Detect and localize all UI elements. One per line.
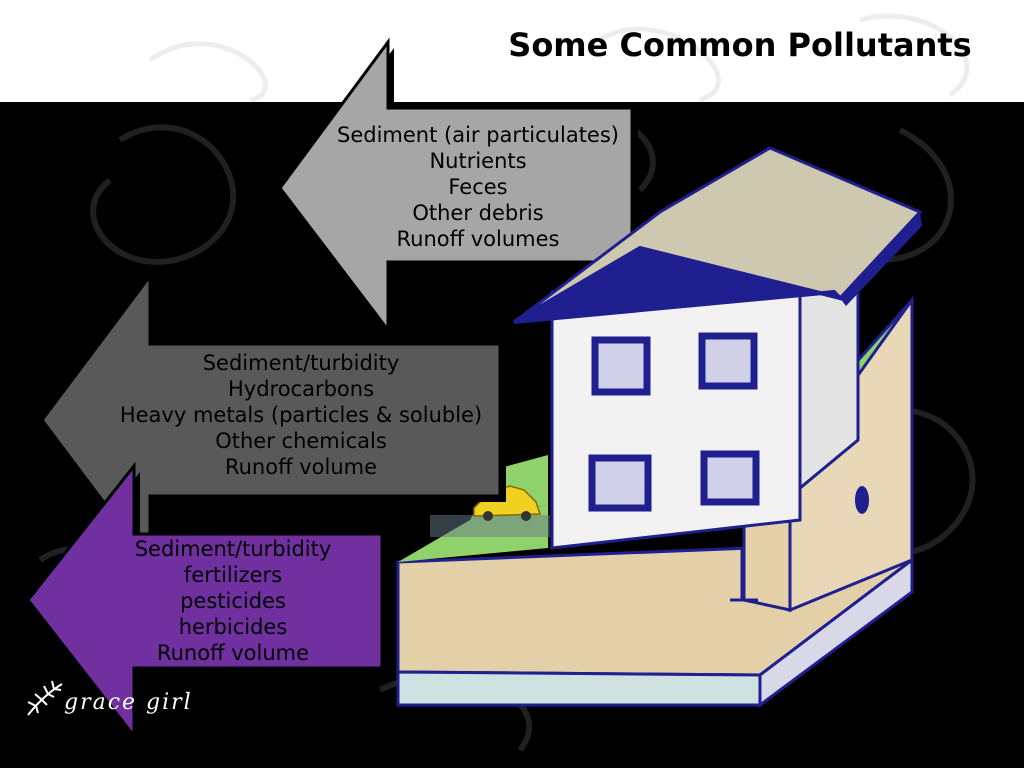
decorative-swirls-top	[148, 13, 970, 103]
arrow-bottom-text: Sediment/turbidity fertilizers pesticide…	[110, 536, 356, 666]
arrow-bottom-line: Runoff volume	[156, 641, 310, 665]
arrow-middle-line: Other chemicals	[215, 429, 387, 453]
arrow-middle-text: Sediment/turbidity Hydrocarbons Heavy me…	[96, 350, 506, 480]
logo-text: grace girl	[64, 690, 193, 715]
roof-edge-side	[840, 212, 922, 306]
road	[430, 515, 550, 537]
arrow-bottom-line: Sediment/turbidity	[134, 537, 332, 561]
arrow-bottom-line: pesticides	[180, 589, 286, 613]
drain-hole	[855, 486, 869, 514]
window-1	[591, 336, 651, 396]
arrow-middle-line: Sediment/turbidity	[202, 351, 400, 375]
wall-side	[788, 295, 914, 613]
arrow-top-line: Sediment (air particulates)	[337, 123, 619, 147]
arrow-top-line: Nutrients	[429, 149, 527, 173]
arrow-middle-line: Heavy metals (particles & soluble)	[119, 403, 483, 427]
arrow-bottom-line: herbicides	[178, 615, 288, 639]
arrow-middle-line: Runoff volume	[224, 455, 378, 479]
arrow-bottom-line: fertilizers	[183, 563, 283, 587]
arrow-top-text: Sediment (air particulates) Nutrients Fe…	[318, 122, 638, 252]
window-2	[698, 332, 758, 390]
window-4	[700, 450, 760, 506]
slide-title: Some Common Pollutants	[508, 26, 972, 64]
drain-pipe	[730, 548, 758, 602]
arrow-top-line: Other debris	[412, 201, 544, 225]
arrow-bottom	[26, 461, 384, 741]
arrow-top-line: Runoff volumes	[396, 227, 560, 251]
fern-logo-icon	[27, 680, 63, 716]
house-drawing-icon	[396, 146, 923, 708]
arrow-top-line: Feces	[448, 175, 508, 199]
ground-base	[396, 670, 762, 707]
window-3	[588, 454, 652, 512]
arrow-middle-line: Hydrocarbons	[227, 377, 375, 401]
arrow-top	[278, 37, 634, 335]
ground-side	[758, 556, 914, 708]
